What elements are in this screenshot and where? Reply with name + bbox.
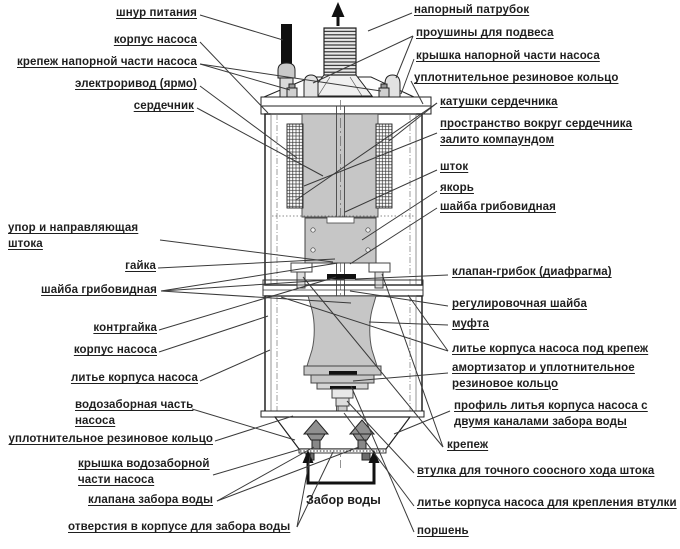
leader-lines (157, 12, 451, 533)
discharge-pipe (323, 27, 357, 76)
label-power-cord: шнур питания (116, 7, 197, 19)
label-discharge-head-cover: крышка напорной части насоса (416, 50, 600, 62)
label-nut: гайка (125, 260, 156, 272)
label-discharge-pipe: напорный патрубок (414, 4, 530, 16)
armature (304, 216, 377, 264)
pump-drawing (260, 2, 432, 485)
water-intake-caption: Забор воды (306, 493, 381, 507)
label-adjusting-washer: регулировочная шайба (452, 298, 588, 310)
label-locknut: контргайка (93, 322, 157, 334)
label-mushroom-washer-left: шайба грибовидная (41, 284, 157, 296)
label-core: сердечник (133, 100, 194, 112)
label-casting-profile-channels: профиль литья корпуса насоса с двумя кан… (454, 400, 648, 428)
label-mushroom-valve-diaphragm: клапан-грибок (диафрагма) (452, 266, 612, 278)
coupling (306, 295, 378, 367)
label-electric-drive-yoke: электроривод (ярмо) (75, 78, 197, 90)
water-intake-section (260, 410, 425, 454)
flow-up-arrow-icon (331, 2, 345, 26)
label-armature: якорь (440, 182, 474, 194)
label-rod-bushing: втулка для точного соосного хода штока (417, 465, 655, 477)
label-intake-holes: отверстия в корпусе для забора воды (68, 521, 291, 533)
mushroom-valve-diaphragm (327, 274, 356, 279)
water-intake-arrows-icon (302, 450, 380, 485)
label-coupling: муфта (452, 318, 490, 330)
label-discharge-head-fasteners: крепеж напорной части насоса (17, 56, 197, 68)
label-housing-casting-left: литье корпуса насоса (70, 372, 198, 384)
label-mushroom-washer-right: шайба грибовидная (440, 201, 556, 213)
label-sealing-ring-top: уплотнительное резиновое кольцо (414, 72, 619, 84)
label-pump-housing-lower: корпус насоса (73, 344, 157, 356)
label-hanging-lugs: проушины для подвеса (416, 27, 554, 39)
label-rod-stop-guide: упор и направляющая штока (8, 222, 139, 250)
label-rod: шток (440, 161, 469, 173)
intake-valves (302, 419, 376, 461)
label-water-intake-part: водозаборная часть насоса (75, 399, 194, 427)
label-sealing-ring-lower: уплотнительное резиновое кольцо (8, 433, 213, 445)
label-shock-absorber-sealing-ring: амортизатор и уплотнительное резиновое к… (452, 362, 635, 390)
label-casting-for-fasteners: литье корпуса насоса под крепеж (452, 343, 649, 355)
core-coils (286, 123, 393, 209)
piston (303, 365, 382, 390)
core (301, 113, 379, 218)
label-intake-cover: крышка водозаборной части насоса (78, 458, 210, 486)
label-bushing-casting: литье корпуса насоса для крепления втулк… (417, 497, 677, 509)
label-fasteners: крепеж (447, 439, 489, 451)
label-compound-space: пространство вокруг сердечника залито ко… (440, 118, 633, 146)
label-intake-valves: клапана забора воды (88, 494, 213, 506)
label-piston: поршень (417, 525, 469, 537)
label-pump-housing-top: корпус насоса (113, 34, 197, 46)
label-core-coils: катушки сердечника (440, 96, 558, 108)
